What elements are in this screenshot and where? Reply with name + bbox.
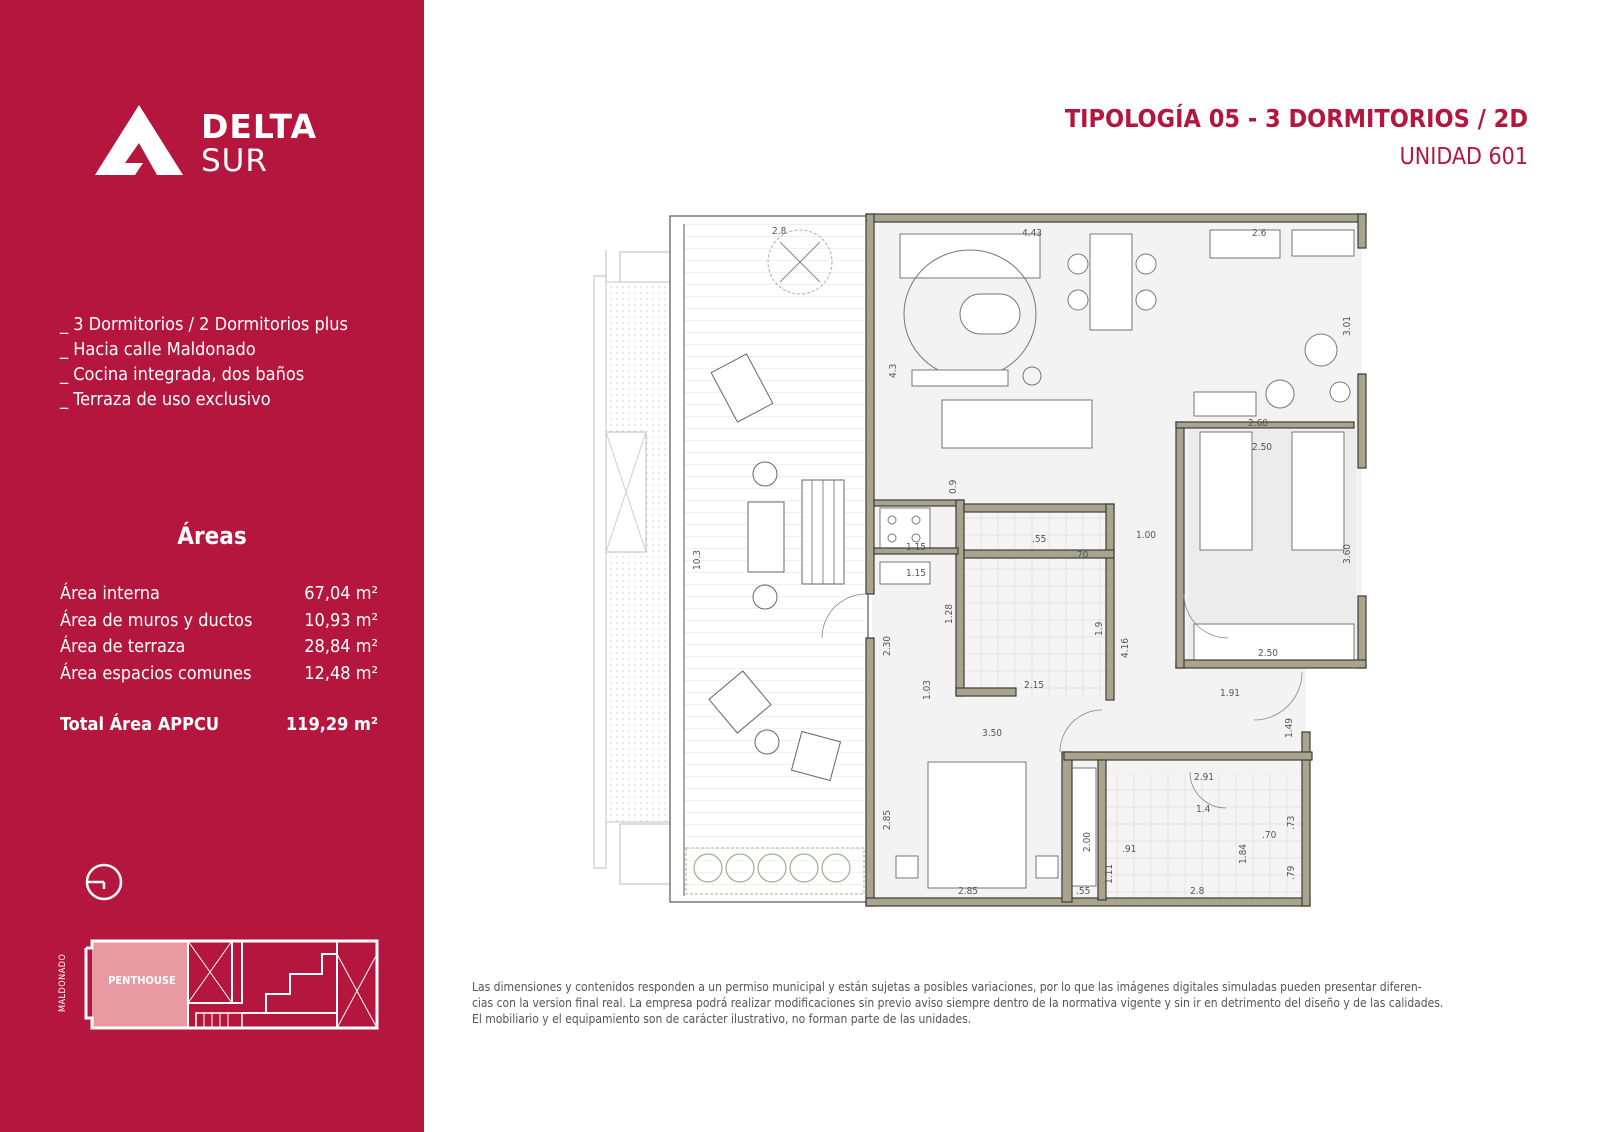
dimension-label: 3.01: [1342, 316, 1353, 336]
area-total-row: Total Área APPCU 119,29 m²: [60, 714, 378, 741]
legal-disclaimer: Las dimensiones y contenidos responden a…: [472, 979, 1532, 1027]
floor-plan: 2.8 4.43 2.6 3.01 4.3 2.60 2.50 0.9 1.15…: [593, 213, 1367, 907]
dimension-label: 4.3: [888, 364, 899, 378]
area-label: Área de muros y ductos: [60, 609, 253, 631]
dimension-label: 1.4: [1196, 804, 1211, 815]
dimension-label: 2.85: [958, 886, 978, 897]
brand-name-line2: SUR: [201, 143, 268, 179]
dimension-label: 1.9: [1094, 621, 1105, 636]
dimension-label: .70: [1262, 830, 1277, 841]
disclaimer-line: cias con la version final real. La empre…: [472, 996, 1444, 1010]
area-value: 12,48 m²: [304, 662, 378, 684]
building-site-plan: [84, 939, 379, 1030]
dimension-label: 1.03: [922, 680, 933, 700]
area-value: 67,04 m²: [304, 583, 378, 604]
dimension-label: 3.50: [982, 728, 1002, 739]
dimension-label: 0.9: [948, 479, 959, 494]
penthouse-label: PENTHOUSE: [108, 974, 176, 987]
dimension-label: 1.11: [1104, 864, 1115, 884]
north-compass-icon: [85, 863, 123, 901]
dimension-label: 2.8: [1190, 886, 1205, 897]
area-value: 10,93 m²: [304, 609, 378, 631]
area-label: Área de terraza: [60, 636, 186, 657]
feature-item: _ Cocina integrada, dos baños: [60, 364, 305, 385]
feature-item: _ 3 Dormitorios / 2 Dormitorios plus: [60, 314, 348, 335]
dimension-label: 1.84: [1238, 844, 1249, 864]
dimension-label: 4.43: [1022, 228, 1042, 239]
area-row: Área de muros y ductos 10,93 m²: [60, 610, 378, 637]
typology-title: TIPOLOGÍA 05 - 3 DORMITORIOS / 2D: [1064, 104, 1528, 133]
terrace-area: [669, 215, 869, 903]
area-label: Área interna: [60, 583, 160, 604]
dimension-label: 1.00: [1136, 530, 1156, 541]
unit-number: UNIDAD 601: [1399, 144, 1528, 170]
dimension-label: 2.85: [882, 810, 893, 830]
dimension-label: .55: [1076, 886, 1090, 897]
disclaimer-line: Las dimensiones y contenidos responden a…: [472, 980, 1422, 994]
area-total-label: Total Área APPCU: [60, 714, 219, 735]
dimension-label: 1.15: [906, 568, 926, 579]
door-swings: [821, 593, 1303, 809]
area-value: 28,84 m²: [304, 636, 378, 657]
area-total-value: 119,29 m²: [285, 714, 378, 735]
dimension-label: 3.60: [1342, 544, 1353, 564]
brand-name-line1: DELTA: [201, 107, 317, 146]
feature-item: _ Hacia calle Maldonado: [60, 339, 256, 360]
area-row: Área interna 67,04 m²: [60, 583, 378, 610]
disclaimer-line: El mobiliario y el equipamiento son de c…: [472, 1012, 972, 1026]
dimension-label: 1.28: [944, 604, 955, 624]
dimension-label: 2.60: [1248, 418, 1268, 429]
furniture: [879, 229, 1355, 889]
dimension-label: 4.16: [1120, 638, 1131, 658]
dimension-label: 2.50: [1258, 648, 1278, 659]
dimension-label: .55: [1032, 534, 1046, 545]
dimension-label: 10.3: [692, 550, 703, 570]
street-label: MALDONADO: [58, 953, 68, 1012]
dimension-label: .73: [1286, 816, 1297, 830]
dimension-label: 2.00: [1082, 832, 1093, 852]
dimension-label: 1.49: [1284, 718, 1295, 738]
areas-table: Área interna 67,04 m² Área de muros y du…: [60, 583, 378, 741]
logo-triangle-icon: [95, 105, 183, 175]
dimension-label: 2.6: [1252, 228, 1267, 239]
area-label: Área espacios comunes: [60, 662, 252, 684]
dimension-label: 1.91: [1220, 688, 1240, 699]
feature-item: _ Terraza de uso exclusivo: [60, 389, 271, 410]
dimension-label: 2.30: [882, 636, 893, 656]
balcony-planter: [593, 250, 671, 885]
dimension-label: 2.50: [1252, 442, 1272, 453]
dimension-label: .91: [1122, 844, 1136, 855]
walls: [865, 213, 1367, 907]
dimension-label: 1.15: [906, 542, 926, 553]
areas-heading: Áreas: [177, 522, 247, 550]
dimension-label: 2.8: [772, 226, 787, 237]
dimension-label: 2.91: [1194, 772, 1214, 783]
dimension-label: 2.15: [1024, 680, 1044, 691]
dimension-label: .79: [1286, 865, 1297, 880]
feature-list: _ 3 Dormitorios / 2 Dormitorios plus _ H…: [60, 312, 348, 412]
area-row: Área espacios comunes 12,48 m²: [60, 663, 378, 690]
area-row: Área de terraza 28,84 m²: [60, 636, 378, 663]
info-sidebar: DELTA SUR _ 3 Dormitorios / 2 Dormitorio…: [0, 0, 424, 1132]
dimension-label: .70: [1074, 550, 1089, 561]
